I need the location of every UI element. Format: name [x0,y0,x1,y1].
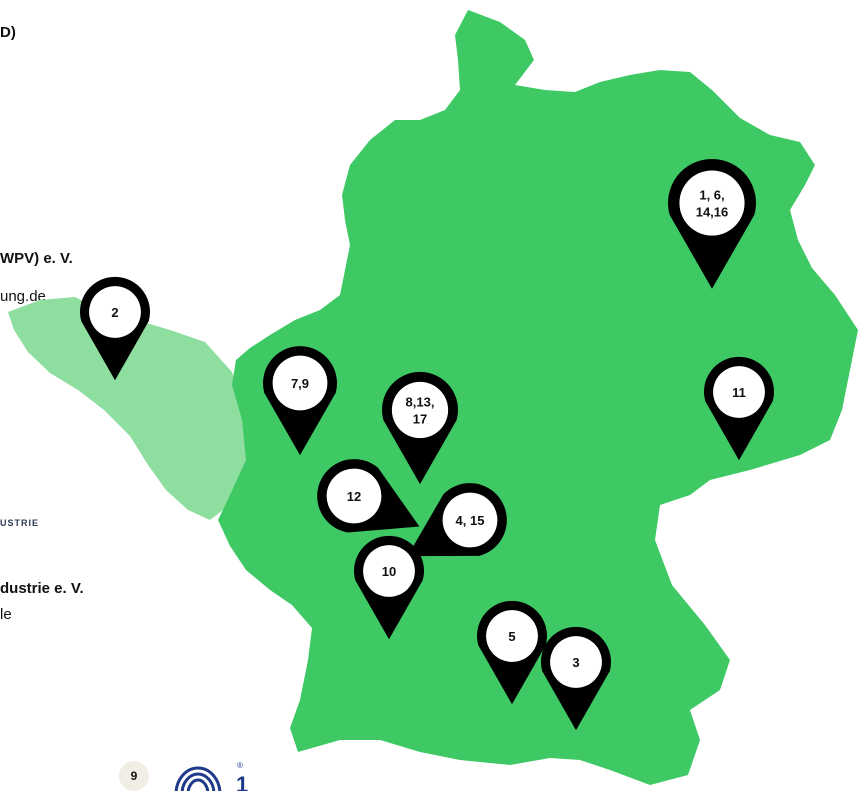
map-pin-inner-circle [326,468,382,524]
map-pin-label: 14,16 [696,205,729,220]
map-pin-11[interactable] [703,356,774,461]
map-pin-inner-circle [713,366,765,418]
org2-name-fragment: dustrie e. V. [0,580,84,597]
map-pin-label: 1, 6, [699,188,724,203]
map-pin-2[interactable] [80,276,150,381]
map-pin-10[interactable] [354,535,424,640]
map-pin-inner-circle [442,492,498,548]
map-pin-inner-circle [89,286,141,338]
neighbor-region-shape [8,297,250,520]
map-pin-1-6-14-16[interactable] [668,158,756,289]
map-pin-inner-circle [679,170,745,236]
map-pin-inner-circle [363,545,415,597]
gs1-logo-icon: ® 1 [174,761,248,791]
map-pin-label: 3 [572,655,579,670]
map-pin-label: 7,9 [291,376,309,391]
org2-logo-fragment: USTRIE [0,518,40,528]
gs1-registered-mark: ® [237,761,243,770]
map-pin-label: 5 [508,629,515,644]
map-pin-4-15[interactable] [389,470,520,589]
gs1-mark: 1 [236,772,248,791]
map-pin-label: 12 [347,489,361,504]
map-pin-inner-circle [486,610,538,662]
map-pin-label: 4, 15 [456,513,485,528]
org1-url-fragment[interactable]: ung.de [0,288,46,305]
map-pin-8-13-17[interactable] [382,371,458,485]
map-pin-3[interactable] [541,626,611,731]
org2-url-fragment[interactable]: le [0,606,12,623]
map-pin-7-9[interactable] [263,346,338,456]
map-pin-label: 11 [732,385,746,400]
page-number-badge: 9 [119,761,149,791]
map-pin-5[interactable] [476,600,547,705]
map-pin-label: 8,13, [406,395,435,410]
org1-name-fragment: WPV) e. V. [0,250,73,267]
map-pin-12[interactable] [305,447,435,560]
map-pin-label: 2 [111,305,118,320]
map-pin-inner-circle [391,381,449,439]
heading-fragment: D) [0,24,16,41]
map-pin-inner-circle [550,636,602,688]
map-pin-label: 17 [413,412,427,427]
map-pin-label: 10 [382,564,396,579]
map-pin-inner-circle [272,355,328,411]
